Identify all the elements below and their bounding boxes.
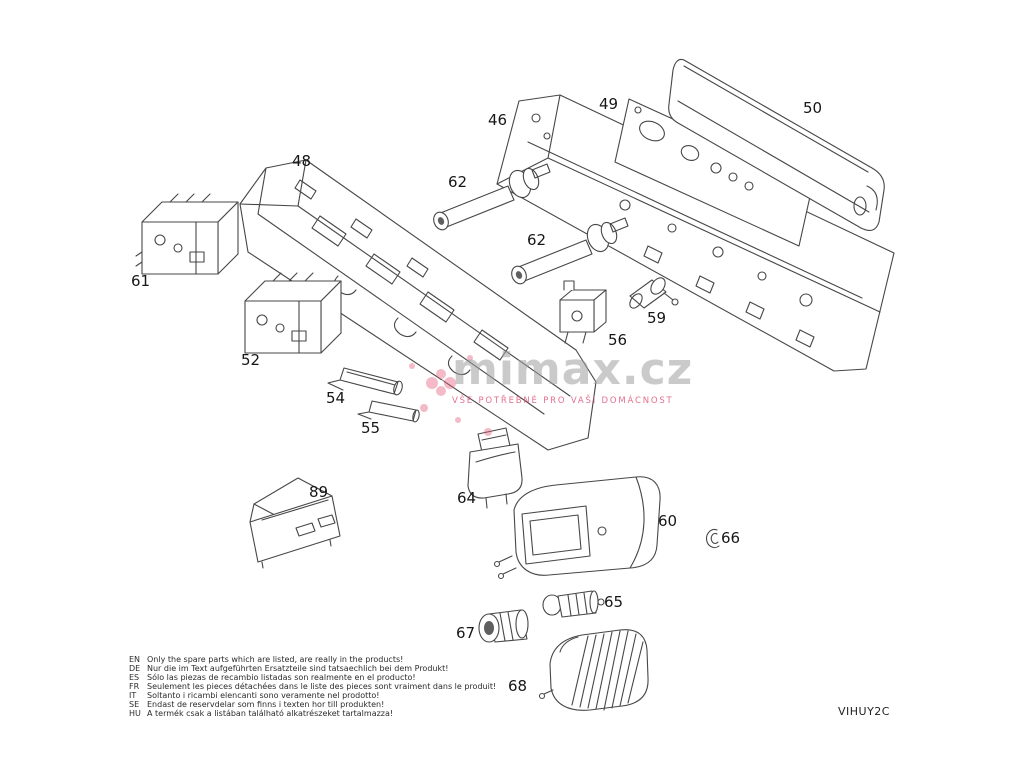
disclaimer-text: Soltanto i ricambi elencanti sono verame… (147, 691, 380, 700)
diagram-code: VIHUY2C (838, 705, 890, 718)
disclaimer-line: FR Seulement les pieces détachées dans le… (129, 682, 496, 691)
part-65-drawing (542, 590, 605, 618)
part-89-drawing (249, 477, 341, 569)
part-label-68: 68 (508, 677, 528, 695)
part-label-89: 89 (309, 483, 329, 501)
disclaimer-lang: DE (129, 664, 141, 673)
disclaimer-lang: SE (129, 700, 140, 709)
disclaimer-lang: ES (129, 673, 140, 682)
part-label-67: 67 (456, 624, 476, 642)
part-64-drawing (467, 427, 523, 509)
part-label-50: 50 (803, 99, 823, 117)
part-55-drawing (357, 400, 420, 423)
part-label-46: 46 (488, 111, 508, 129)
part-label-59: 59 (647, 309, 667, 327)
part-label-62b: 62 (527, 231, 547, 249)
disclaimer-line: EN Only the spare parts which are listed,… (129, 655, 496, 664)
part-66-drawing (705, 529, 720, 549)
part-50-drawing (668, 58, 885, 231)
disclaimer-text: Only the spare parts which are listed, a… (147, 655, 404, 664)
part-label-56: 56 (608, 331, 628, 349)
part-48-drawing (239, 159, 597, 451)
part-label-64: 64 (457, 489, 477, 507)
disclaimer-text: Seulement les pieces détachées dans le l… (147, 682, 497, 691)
disclaimer-lang: HU (129, 709, 141, 718)
disclaimer-line: HU A termék csak a listában található alk… (129, 709, 496, 718)
part-label-65: 65 (604, 593, 624, 611)
part-68-drawing (538, 629, 649, 711)
watermark-flower-icon (409, 355, 492, 436)
part-label-49: 49 (599, 95, 619, 113)
part-52-drawing (244, 272, 342, 354)
part-label-48: 48 (292, 152, 312, 170)
part-label-54: 54 (326, 389, 346, 407)
part-label-61: 61 (131, 272, 151, 290)
part-61-drawing (135, 193, 239, 275)
disclaimer: EN Only the spare parts which are listed,… (129, 655, 496, 718)
part-59-drawing (629, 277, 679, 309)
disclaimer-text: Sólo las piezas de recambio listadas son… (147, 673, 416, 682)
disclaimer-line: IT Soltanto i ricambi elencanti sono vera… (129, 691, 496, 700)
part-46-drawing (496, 94, 895, 372)
part-label-66: 66 (721, 529, 741, 547)
disclaimer-text: A termék csak a listában található alkat… (147, 709, 394, 718)
part-67-drawing (478, 609, 529, 643)
part-62b-drawing (511, 217, 629, 285)
part-54-drawing (327, 367, 403, 396)
part-label-55: 55 (361, 419, 381, 437)
disclaimer-line: SE Endast de reservdelar som finns i text… (129, 700, 496, 709)
part-label-60: 60 (658, 512, 678, 530)
disclaimer-line: DE Nur die im Text aufgeführten Ersatztei… (129, 664, 496, 673)
part-56-drawing (559, 280, 607, 344)
disclaimer-lang: EN (129, 655, 141, 664)
part-62a-drawing (433, 163, 551, 231)
disclaimer-line: ES Sólo las piezas de recambio listadas s… (129, 673, 496, 682)
disclaimer-lang: IT (129, 691, 137, 700)
part-label-52: 52 (241, 351, 261, 369)
disclaimer-text: Endast de reservdelar som finns i texten… (147, 700, 385, 709)
disclaimer-lang: FR (129, 682, 140, 691)
disclaimer-text: Nur die im Text aufgeführten Ersatzteile… (147, 664, 449, 673)
part-60-drawing (493, 476, 661, 580)
part-label-62a: 62 (448, 173, 468, 191)
